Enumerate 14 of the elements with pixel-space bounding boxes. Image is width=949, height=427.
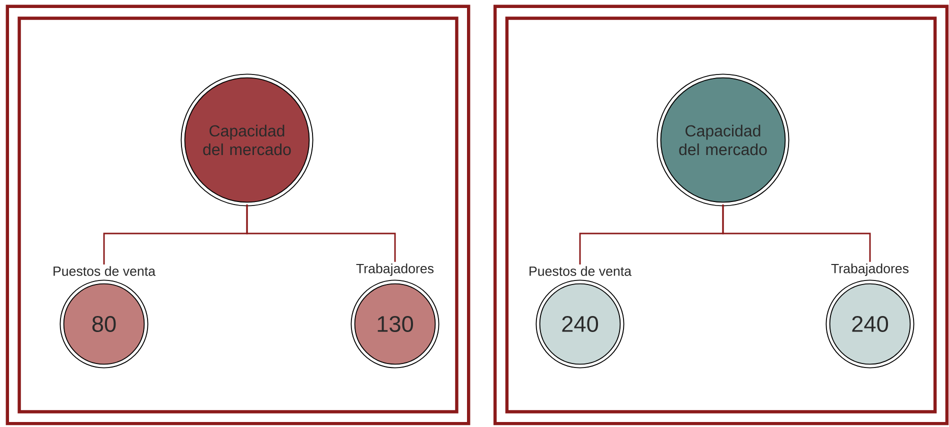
node-heading: Puestos de venta <box>54 266 156 276</box>
node-heading: Puestos de venta <box>530 266 632 276</box>
panel-frame <box>6 4 470 426</box>
connector-line <box>722 204 871 262</box>
connector-line <box>246 204 396 262</box>
circle-node: Capacidad del mercado <box>180 74 314 206</box>
node-heading: Trabajadores <box>831 264 909 276</box>
circle-node: 240 Puestos de venta <box>530 266 632 368</box>
circle-node: 240 Trabajadores <box>826 264 914 368</box>
panel-frame <box>493 4 949 426</box>
circle-node: Capacidad del mercado <box>656 74 790 206</box>
node-heading: Trabajadores <box>356 264 434 276</box>
circle-node: 80 Puestos de venta <box>54 266 156 368</box>
circle-node: 130 Trabajadores <box>350 264 440 368</box>
